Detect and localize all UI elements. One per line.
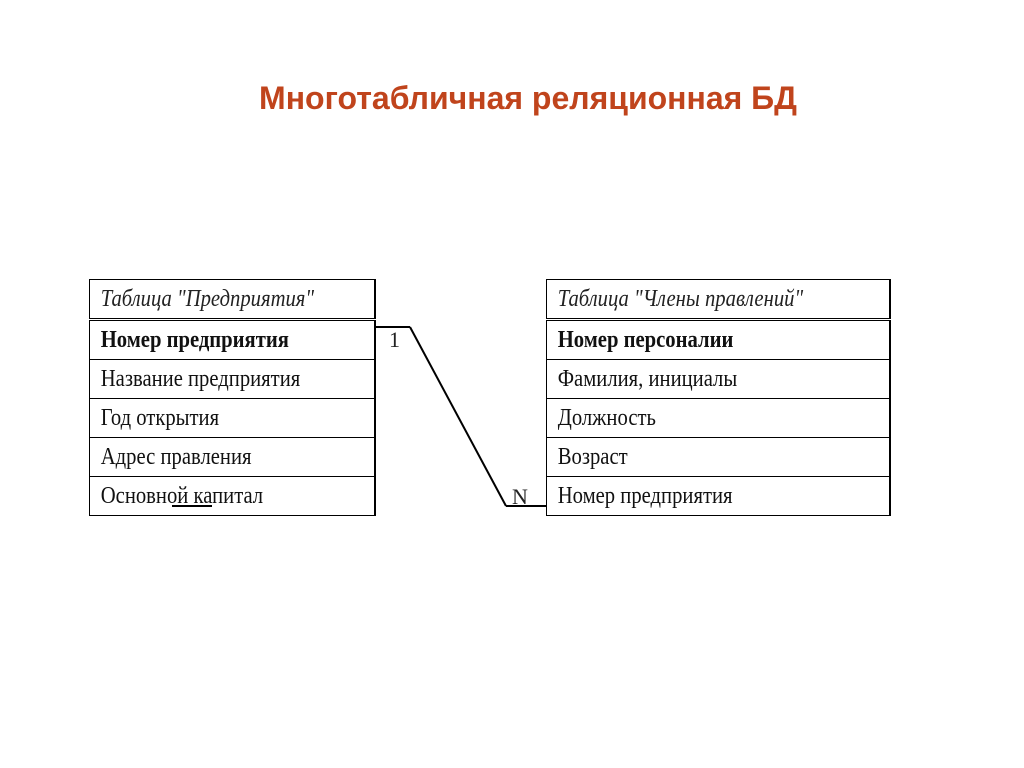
- table-enterprises: Таблица "Предприятия" Номер предприятия …: [89, 279, 376, 516]
- field: Год открытия: [89, 398, 336, 438]
- field: Название предприятия: [89, 359, 336, 399]
- table-caption: Таблица "Предприятия": [89, 279, 336, 321]
- relationship-line: [409, 326, 507, 507]
- field: Должность: [546, 398, 842, 438]
- field: Основной капитал: [89, 476, 336, 516]
- field: Возраст: [546, 437, 842, 477]
- field: Адрес правления: [89, 437, 336, 477]
- field: Фамилия, инициалы: [546, 359, 842, 399]
- key-field: Номер персоналии: [546, 319, 842, 360]
- cardinality-many-label: N: [512, 484, 528, 509]
- key-field: Номер предприятия: [89, 319, 336, 360]
- slide-title: Многотабличная реляционная БД: [259, 80, 797, 116]
- table-board-members: Таблица "Члены правлений" Номер персонал…: [546, 279, 891, 516]
- field: Номер предприятия: [546, 476, 842, 516]
- table-caption: Таблица "Члены правлений": [546, 279, 842, 321]
- cardinality-one-label: 1: [389, 327, 400, 352]
